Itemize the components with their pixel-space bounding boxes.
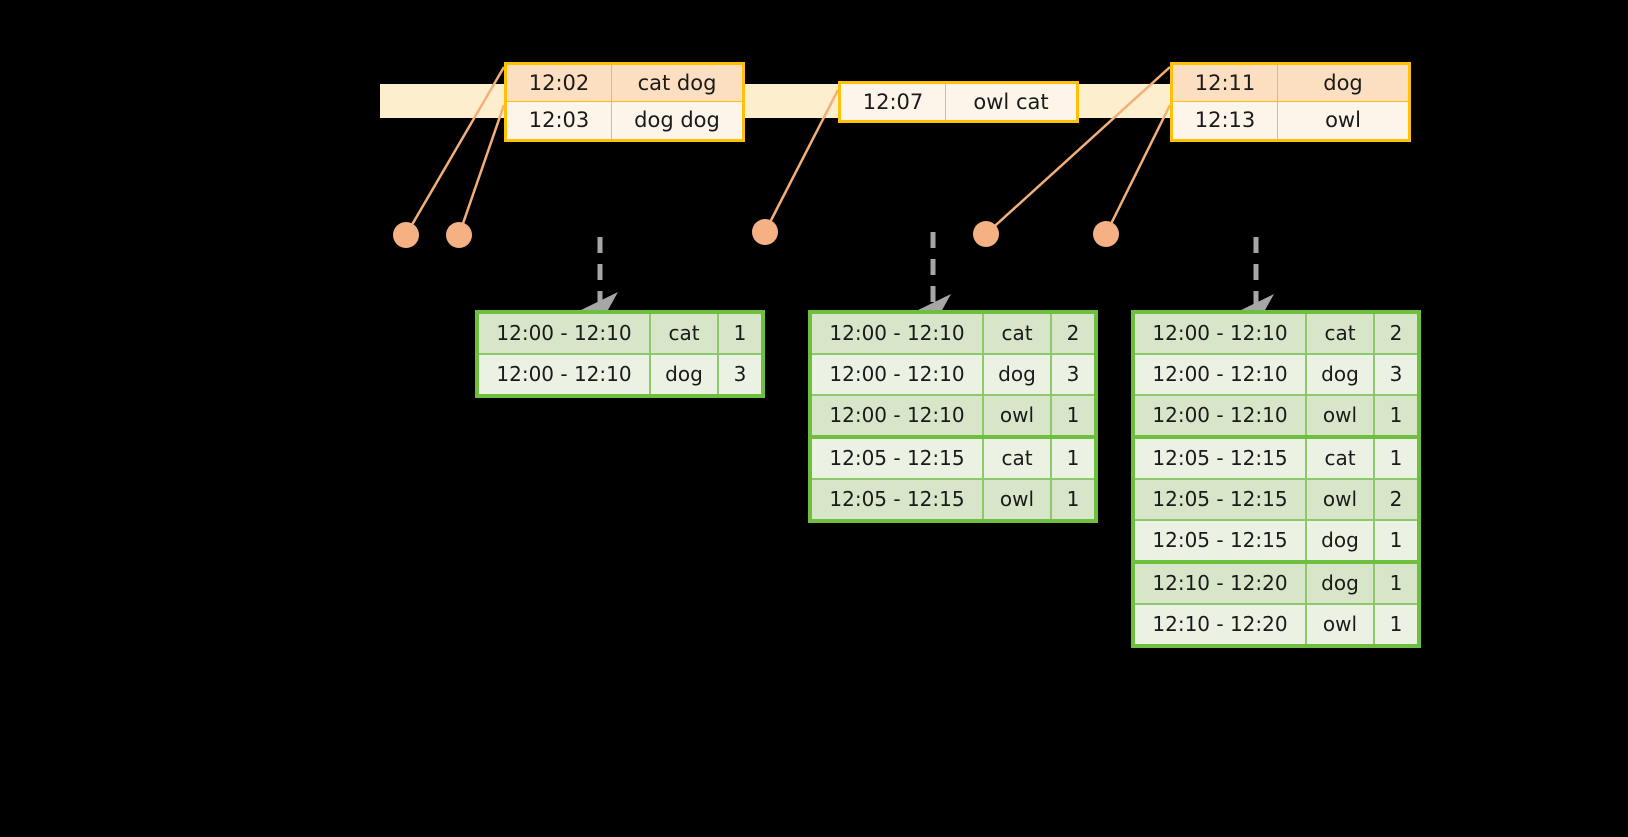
result-word: cat	[982, 311, 1052, 355]
result-range: 12:00 - 12:10	[809, 311, 984, 355]
event-row[interactable]: 12:02 cat dog	[505, 62, 744, 103]
result-range: 12:05 - 12:15	[1132, 436, 1307, 480]
result-count: 1	[1373, 561, 1420, 605]
connector-line-5	[1104, 104, 1172, 235]
result-range: 12:10 - 12:20	[1132, 603, 1307, 648]
result-count: 1	[1050, 436, 1097, 480]
event-box-group-3[interactable]: 12:11 dog 12:13 owl	[1170, 62, 1411, 142]
event-box-group-2[interactable]: 12:07 owl cat	[838, 81, 1079, 124]
result-range: 12:00 - 12:10	[809, 353, 984, 396]
result-word: cat	[1305, 436, 1375, 480]
result-range: 12:05 - 12:15	[809, 478, 984, 523]
result-count: 2	[1373, 478, 1420, 521]
event-time: 12:07	[839, 81, 946, 123]
result-range: 12:00 - 12:10	[476, 311, 651, 355]
connector-line-1	[404, 66, 506, 236]
event-time: 12:03	[505, 101, 612, 141]
result-count: 1	[1373, 603, 1420, 648]
connector-line-3	[763, 89, 840, 233]
event-time: 12:02	[505, 62, 612, 103]
result-range: 12:00 - 12:10	[1132, 353, 1307, 396]
result-range: 12:05 - 12:15	[1132, 478, 1307, 521]
result-word: dog	[649, 353, 719, 398]
connector-dot-1[interactable]	[393, 222, 419, 248]
connector-dot-5[interactable]	[1093, 221, 1119, 247]
result-word: dog	[1305, 353, 1375, 396]
event-row[interactable]: 12:07 owl cat	[839, 81, 1078, 123]
result-count: 3	[1050, 353, 1097, 396]
event-words: dog	[1277, 62, 1410, 103]
result-word: dog	[1305, 519, 1375, 564]
event-time: 12:11	[1171, 62, 1278, 103]
result-range: 12:00 - 12:10	[809, 394, 984, 439]
result-range: 12:10 - 12:20	[1132, 561, 1307, 605]
result-count: 1	[1373, 519, 1420, 564]
result-count: 1	[1373, 436, 1420, 480]
result-count: 3	[1373, 353, 1420, 396]
result-range: 12:00 - 12:10	[1132, 394, 1307, 439]
result-range: 12:00 - 12:10	[1132, 311, 1307, 355]
connector-dot-3[interactable]	[752, 219, 778, 245]
connector-dot-4[interactable]	[973, 221, 999, 247]
result-word: dog	[1305, 561, 1375, 605]
result-word: owl	[982, 478, 1052, 523]
result-word: cat	[982, 436, 1052, 480]
result-word: dog	[982, 353, 1052, 396]
event-words: cat dog	[611, 62, 744, 103]
result-range: 12:05 - 12:15	[809, 436, 984, 480]
event-words: owl cat	[945, 81, 1078, 123]
result-count: 1	[1050, 394, 1097, 439]
result-word: owl	[982, 394, 1052, 439]
connector-line-2	[457, 104, 506, 236]
result-word: owl	[1305, 603, 1375, 648]
event-row[interactable]: 12:13 owl	[1171, 101, 1410, 141]
connector-dots	[393, 219, 1119, 248]
result-word: owl	[1305, 394, 1375, 439]
dashed-arrows	[580, 232, 1274, 331]
result-count: 1	[1050, 478, 1097, 523]
result-count: 3	[717, 353, 764, 398]
result-range: 12:00 - 12:10	[476, 353, 651, 398]
event-words: owl	[1277, 101, 1410, 141]
result-count: 1	[717, 311, 764, 355]
connector-dot-2[interactable]	[446, 222, 472, 248]
result-count: 2	[1050, 311, 1097, 355]
result-range: 12:05 - 12:15	[1132, 519, 1307, 564]
result-word: cat	[649, 311, 719, 355]
event-time: 12:13	[1171, 101, 1278, 141]
result-word: cat	[1305, 311, 1375, 355]
result-word: owl	[1305, 478, 1375, 521]
event-box-group-1[interactable]: 12:02 cat dog 12:03 dog dog	[504, 62, 745, 142]
event-row[interactable]: 12:03 dog dog	[505, 101, 744, 141]
event-words: dog dog	[611, 101, 744, 141]
event-row[interactable]: 12:11 dog	[1171, 62, 1410, 103]
result-count: 2	[1373, 311, 1420, 355]
result-count: 1	[1373, 394, 1420, 439]
